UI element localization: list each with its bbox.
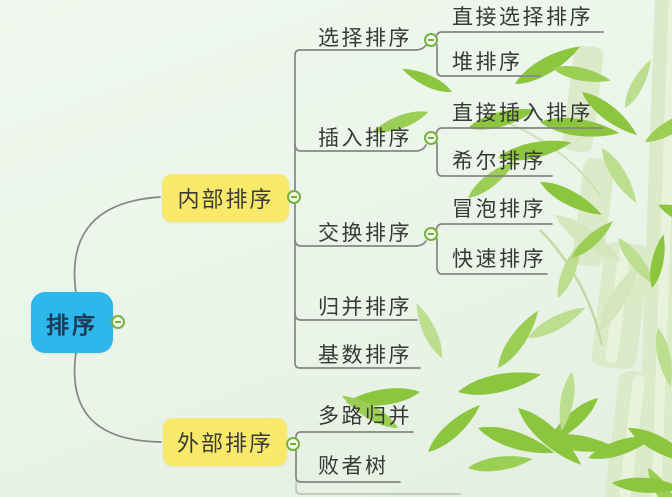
- node-exchange-sort[interactable]: 交换排序: [318, 221, 412, 245]
- node-insertion-sort[interactable]: 插入排序: [318, 126, 412, 150]
- node-shell-sort[interactable]: 希尔排序: [452, 149, 546, 173]
- node-bubble-sort[interactable]: 冒泡排序: [452, 197, 546, 221]
- node-merge-sort[interactable]: 归并排序: [318, 295, 412, 319]
- bamboo-stalk-highlight: [605, 0, 672, 497]
- collapse-minus-badge-selection[interactable]: [424, 33, 438, 47]
- collapse-minus-badge-root[interactable]: [111, 315, 125, 329]
- node-radix-sort[interactable]: 基数排序: [318, 343, 412, 367]
- bamboo-stalk: [562, 0, 672, 497]
- node-sorting-root[interactable]: 排序: [31, 292, 113, 353]
- node-direct-selection-sort[interactable]: 直接选择排序: [452, 5, 593, 29]
- node-multiway-merge[interactable]: 多路归并: [318, 404, 412, 428]
- node-internal-sort[interactable]: 内部排序: [162, 174, 289, 222]
- node-heap-sort[interactable]: 堆排序: [452, 50, 523, 74]
- node-loser-tree[interactable]: 败者树: [318, 454, 389, 478]
- collapse-minus-badge-exchange[interactable]: [424, 227, 438, 241]
- collapse-minus-badge-internal[interactable]: [287, 190, 301, 204]
- node-selection-sort[interactable]: 选择排序: [318, 26, 412, 50]
- node-quick-sort[interactable]: 快速排序: [452, 247, 546, 271]
- collapse-minus-badge-external[interactable]: [286, 437, 300, 451]
- bamboo-pale-leaf: [550, 208, 645, 334]
- node-direct-insertion-sort[interactable]: 直接插入排序: [452, 101, 593, 125]
- node-external-sort[interactable]: 外部排序: [163, 418, 287, 466]
- collapse-minus-badge-insertion[interactable]: [424, 131, 438, 145]
